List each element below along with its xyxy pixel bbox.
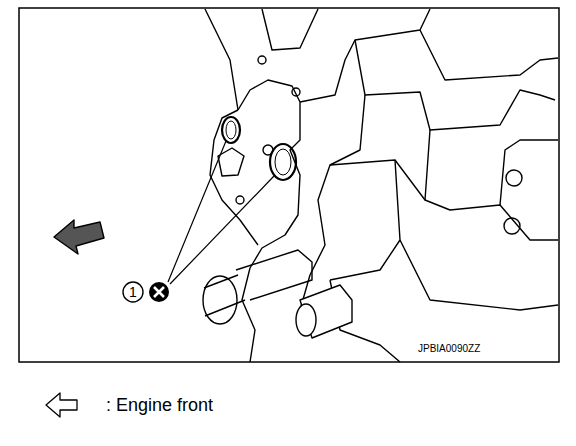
engine-front-arrow bbox=[54, 220, 104, 254]
legend-arrow-sample bbox=[46, 393, 77, 417]
frame bbox=[19, 8, 559, 362]
callout-circle bbox=[123, 282, 143, 302]
do-not-reuse-symbol bbox=[149, 282, 169, 302]
legend-text: : Engine front bbox=[106, 396, 213, 414]
figure-code: JPBIA0090ZZ bbox=[418, 344, 480, 354]
callout-number: 1 bbox=[129, 285, 137, 299]
engine-block bbox=[203, 9, 558, 362]
o-ring bbox=[222, 117, 296, 180]
leader-line bbox=[168, 141, 274, 284]
